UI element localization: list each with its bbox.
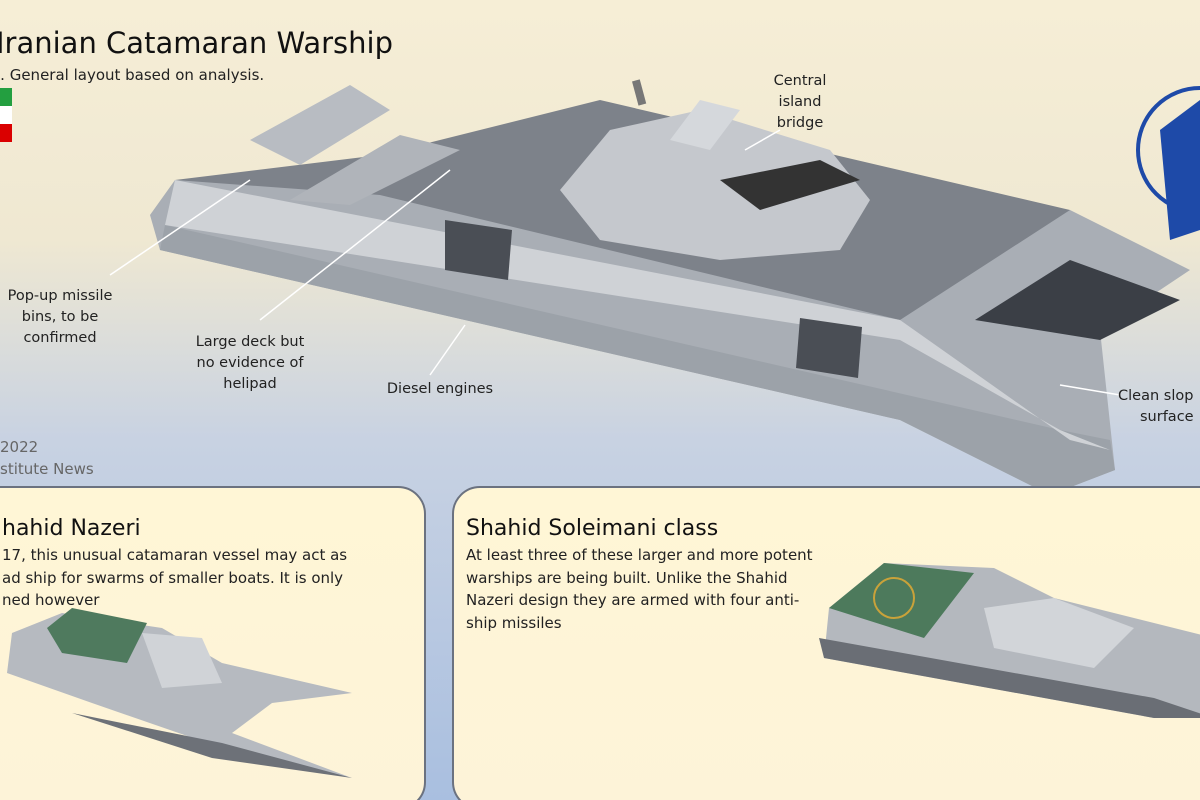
credit-year: 2022 [0, 438, 39, 456]
iran-flag-green [0, 88, 12, 106]
panel-title: Shahid Soleimani class [466, 516, 719, 541]
nazeri-ship-illustration [7, 608, 352, 778]
soleimani-ship-illustration [819, 563, 1200, 718]
panel-shahid-nazeri: hahid Nazeri 17, this unusual catamaran … [0, 486, 426, 800]
iran-flag-red [0, 124, 12, 142]
panel-title: hahid Nazeri [2, 516, 141, 541]
credit-source: stitute News [0, 460, 94, 478]
panel-text: At least three of these larger and more … [466, 546, 813, 632]
callout-engines: Diesel engines [386, 381, 494, 397]
irgc-emblem-icon [1136, 86, 1200, 214]
iran-flag-white [0, 106, 12, 124]
title: Iranian Catamaran Warship [0, 26, 393, 60]
subtitle: l. General layout based on analysis. [0, 66, 265, 84]
panel-text: 17, this unusual catamaran vessel may ac… [2, 546, 348, 609]
panel-shahid-soleimani: Shahid Soleimani class At least three of… [452, 486, 1200, 800]
